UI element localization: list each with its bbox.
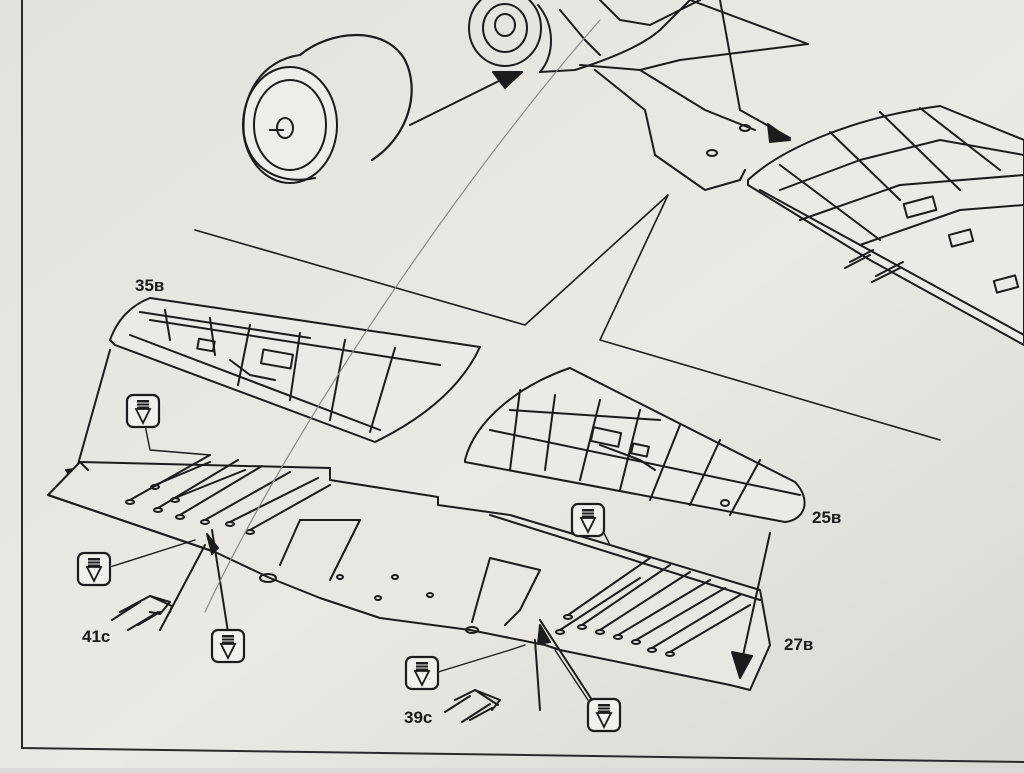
part-label-39c: 39c (404, 708, 432, 727)
wheel-part (242, 33, 523, 184)
strut-part-39c (444, 689, 501, 723)
right-wing-part (747, 105, 1024, 346)
upper-left-wing-part (65, 297, 481, 491)
strut-arrow-left (206, 533, 219, 555)
glue-tube-icon (586, 697, 622, 733)
glue-tube-icon (125, 393, 161, 429)
part-label-41c: 41c (82, 627, 110, 646)
assembly-guide-lines (194, 194, 941, 441)
upper-left-wing-arrow (74, 349, 111, 476)
wheel-arrow (492, 71, 523, 89)
fuselage-part (468, 0, 809, 191)
strut-arrow-right (537, 624, 551, 645)
lower-right-wing-arrow (741, 532, 771, 661)
part-label-27b: 27в (784, 635, 813, 654)
fuselage-arrow (767, 123, 791, 143)
lower-right-wing-part (464, 367, 806, 679)
strut-part-41c (111, 595, 173, 631)
page-border (21, 0, 1024, 763)
part-label-25b: 25в (812, 508, 841, 527)
glue-tube-icon (404, 655, 440, 691)
part-label-35b: 35в (135, 276, 164, 295)
lower-left-wing-part (47, 454, 771, 711)
glue-tube-icon (76, 551, 112, 587)
pencil-mark (204, 19, 601, 613)
glue-tube-icon (210, 628, 246, 664)
glue-tube-icon (570, 502, 606, 538)
